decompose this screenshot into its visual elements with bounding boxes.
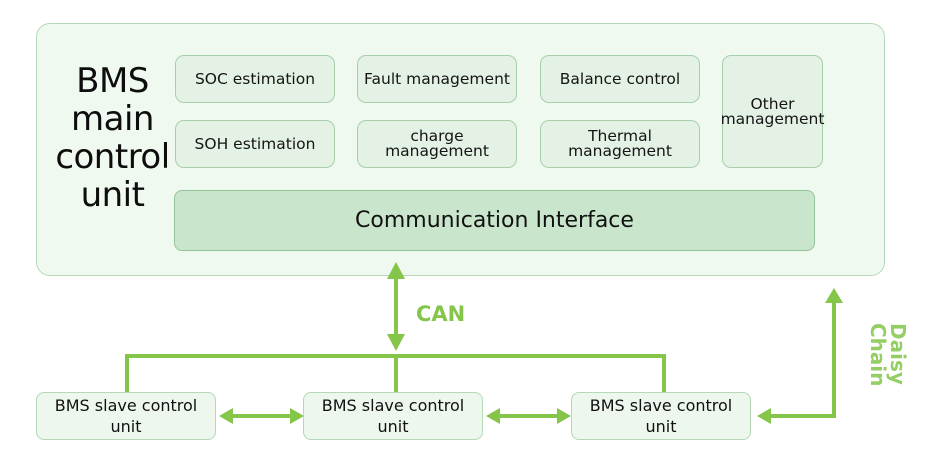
slave-link-2-3-arrow-left [486, 408, 500, 424]
slave-control-unit-3: BMS slave control unit [571, 392, 751, 440]
module-soh-estimation: SOH estimation [175, 120, 335, 168]
main-control-unit-title: BMS main control unit [55, 61, 170, 215]
module-charge-management: charge management [357, 120, 517, 168]
module-thermal-management: Thermal management [540, 120, 700, 168]
slave-link-1-2-arrow-right [290, 408, 304, 424]
communication-interface-bar: Communication Interface [174, 190, 815, 251]
daisy-chain-arrow-left [757, 408, 771, 424]
slave-link-2-3-arrow-right [557, 408, 571, 424]
slave-control-unit-2: BMS slave control unit [303, 392, 483, 440]
daisy-chain-label: Daisy Chain [866, 323, 910, 387]
can-arrow-down [387, 334, 405, 351]
can-label: CAN [416, 302, 466, 326]
module-balance-control: Balance control [540, 55, 700, 103]
daisy-chain-line [766, 297, 836, 418]
module-other-management: Other management [721, 55, 824, 168]
daisy-chain-arrow-up [825, 288, 843, 303]
can-arrow-up [387, 262, 405, 279]
slave-link-1-2-arrow-left [219, 408, 233, 424]
module-soc-estimation: SOC estimation [175, 55, 335, 103]
module-fault-management: Fault management [357, 55, 517, 103]
slave-control-unit-1: BMS slave control unit [36, 392, 216, 440]
